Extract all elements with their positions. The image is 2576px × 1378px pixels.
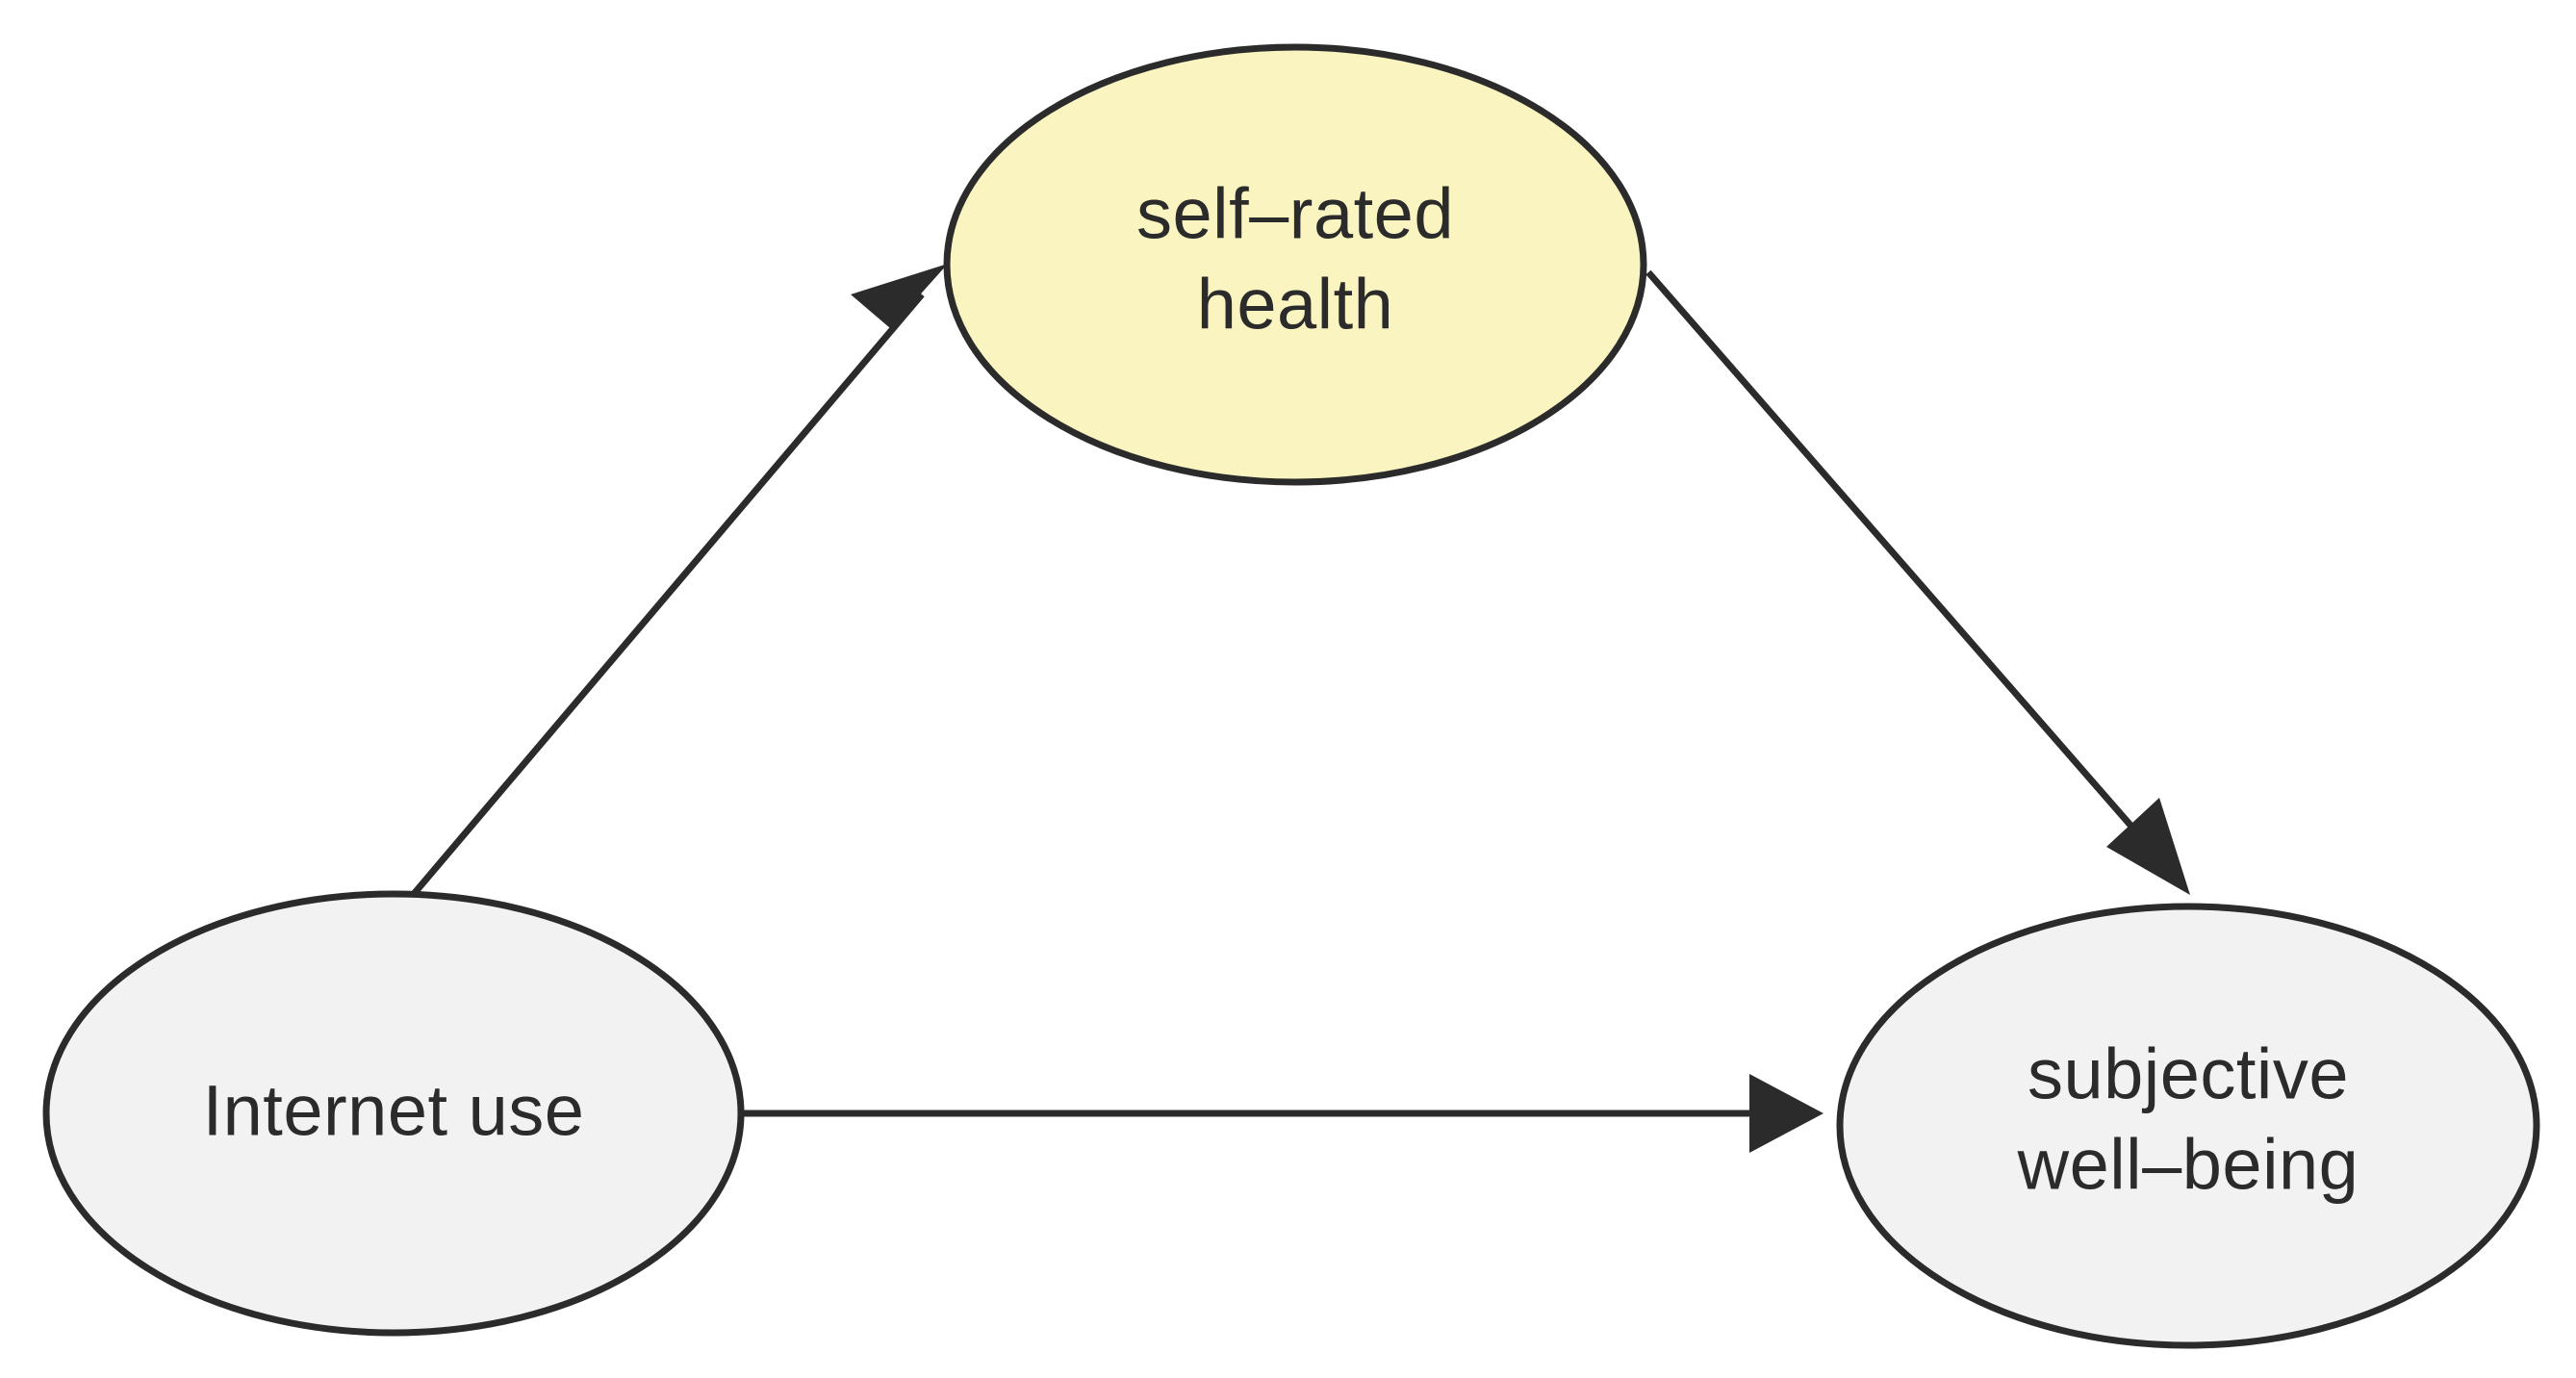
edge-b-line bbox=[1645, 269, 2163, 862]
edge-internet-use-to-subjective-well-being[interactable] bbox=[741, 1074, 1824, 1153]
edge-b-arrowhead-icon bbox=[2106, 798, 2190, 895]
edge-self-rated-health-to-subjective-well-being[interactable] bbox=[1645, 269, 2190, 895]
node-self-rated-health-label-line2: health bbox=[1197, 265, 1394, 344]
node-internet-use-shape bbox=[42, 890, 745, 1337]
node-self-rated-health-shape bbox=[943, 43, 1647, 486]
node-internet-use[interactable]: Internet use bbox=[42, 890, 745, 1337]
node-self-rated-health[interactable]: self–rated health bbox=[943, 43, 1647, 486]
node-subjective-well-being-label-line1: subjective bbox=[2028, 1034, 2349, 1114]
node-self-rated-health-label-line1: self–rated bbox=[1136, 174, 1454, 254]
edge-a-line bbox=[405, 292, 925, 904]
edge-a-arrowhead-icon bbox=[851, 264, 948, 328]
node-subjective-well-being[interactable]: subjective well–being bbox=[1836, 903, 2540, 1349]
node-internet-use-label-line1: Internet use bbox=[203, 1071, 585, 1151]
node-subjective-well-being-label-line2: well–being bbox=[2017, 1125, 2359, 1205]
edge-c-arrowhead-icon bbox=[1749, 1074, 1824, 1153]
edge-internet-use-to-self-rated-health[interactable] bbox=[405, 264, 948, 904]
node-subjective-well-being-shape bbox=[1836, 903, 2540, 1349]
